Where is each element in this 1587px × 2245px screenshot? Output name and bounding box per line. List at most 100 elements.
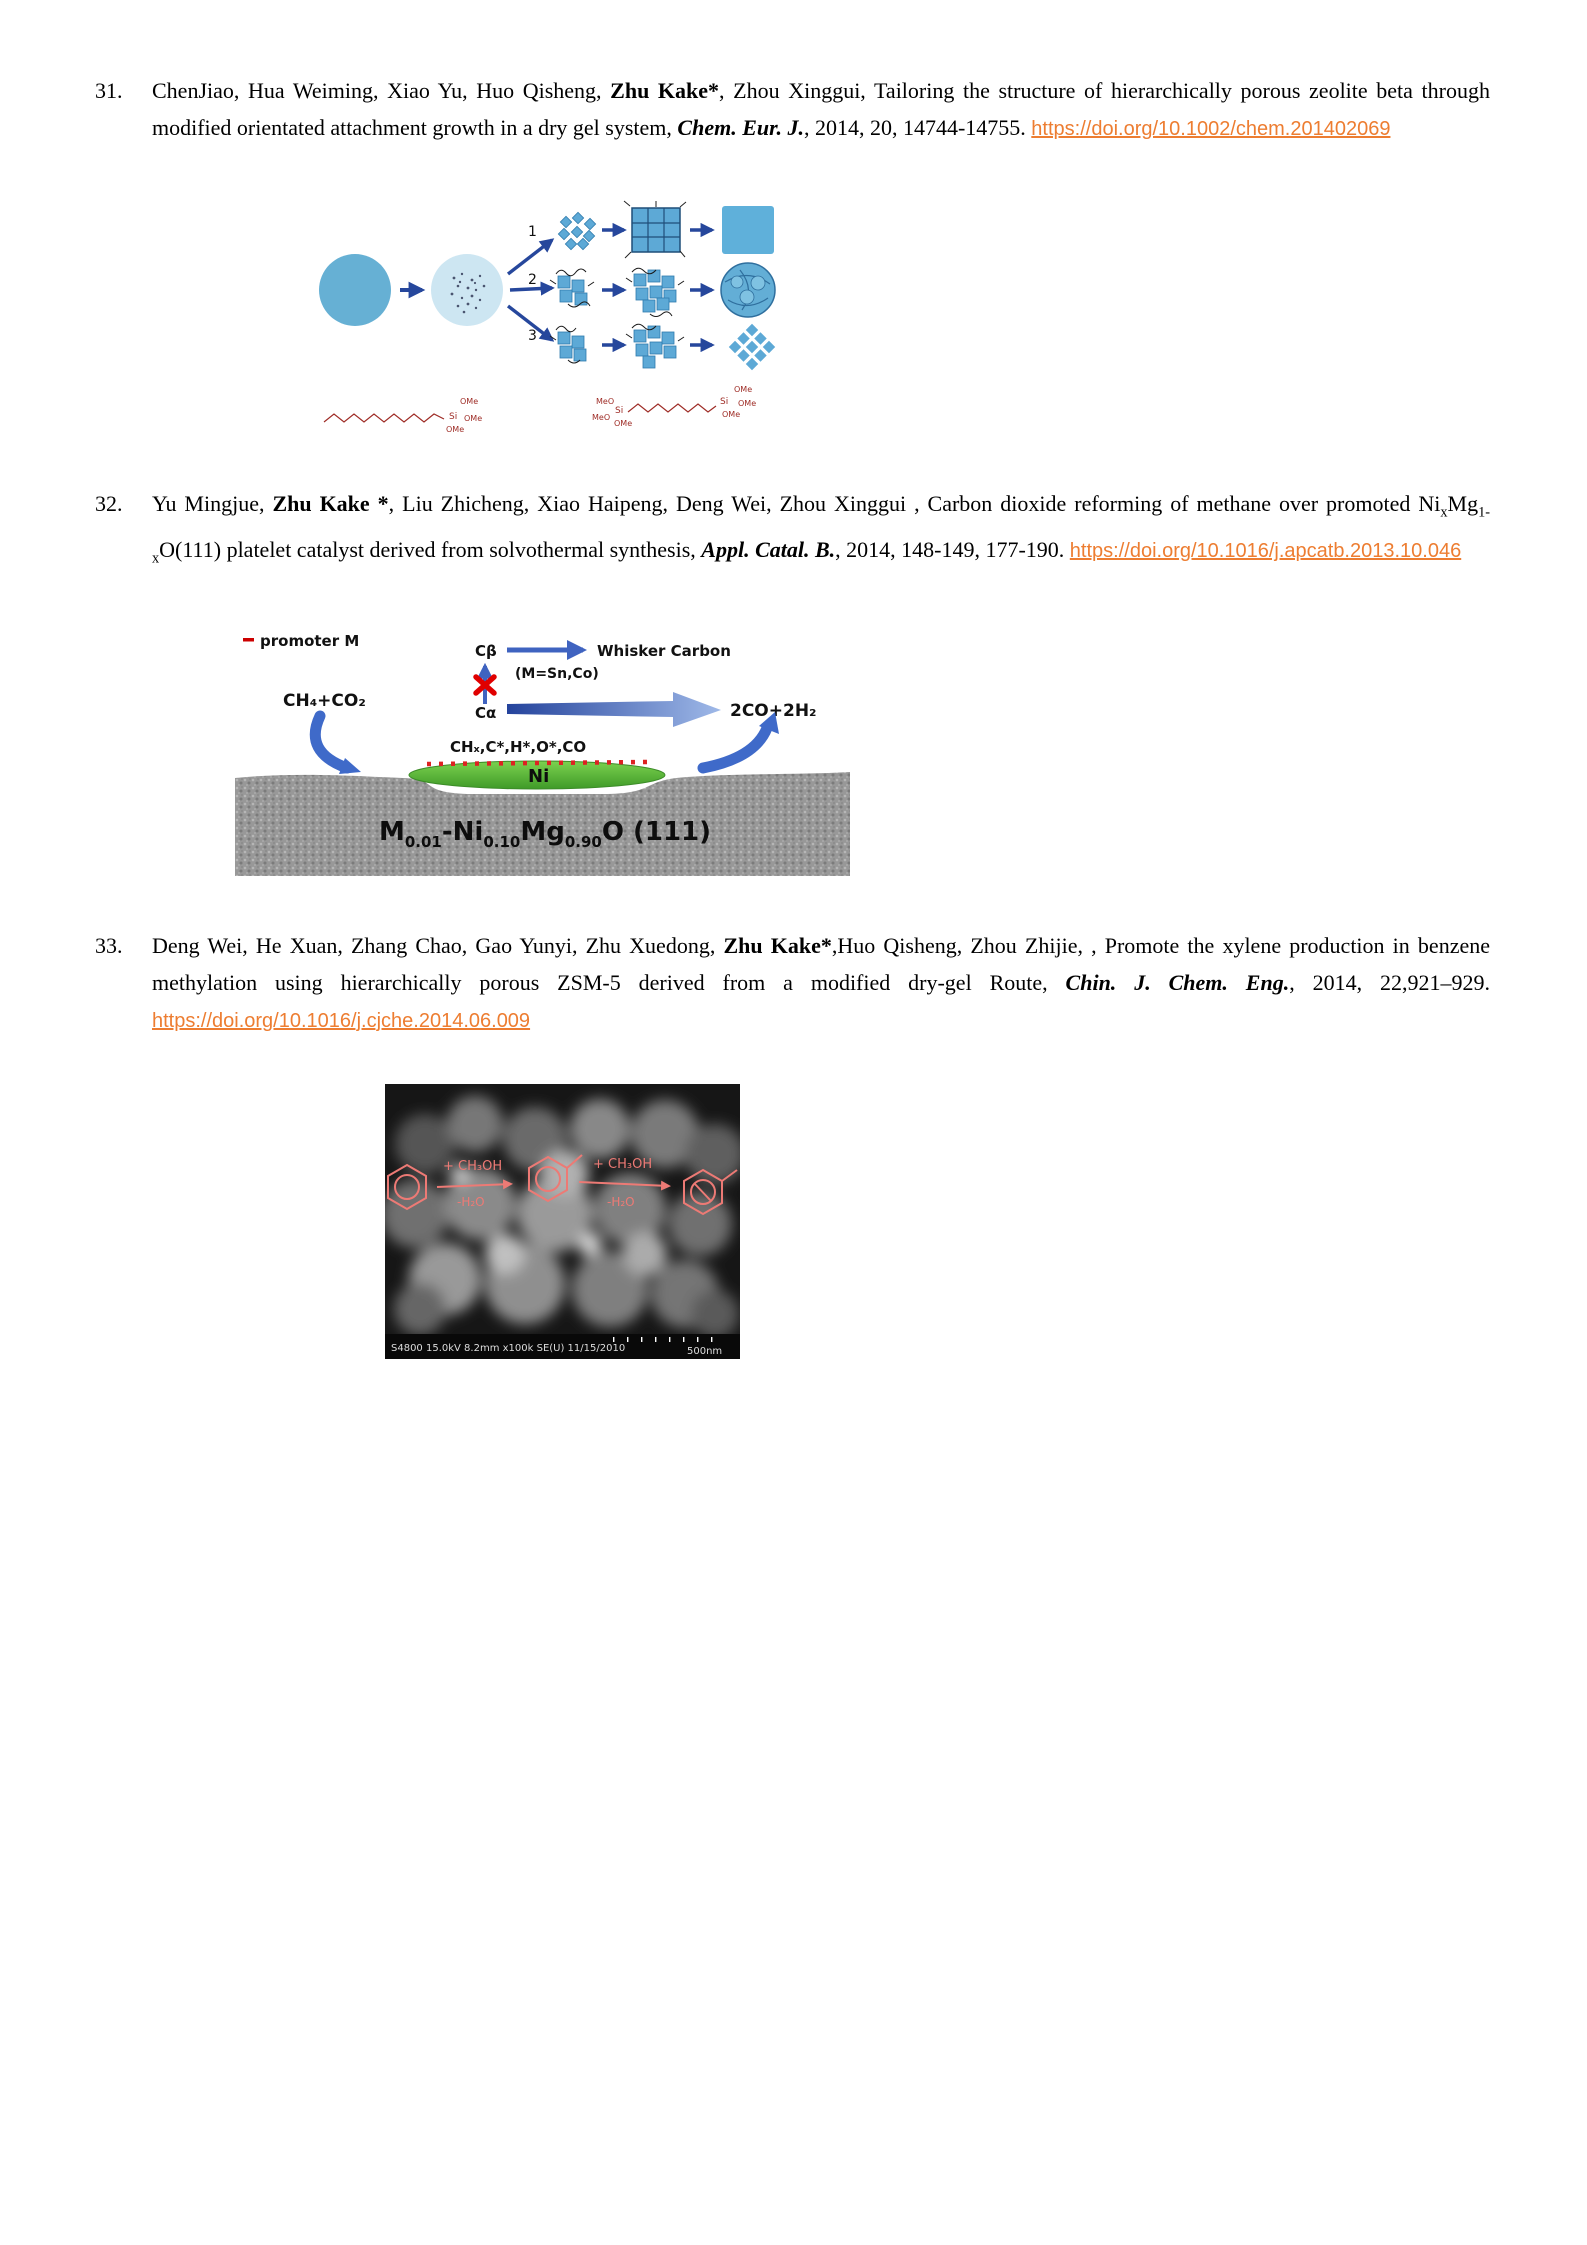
figure-co2-reforming-scheme: promoter M CH₄+CO₂ Cβ Whisker Carbon (M=… <box>235 625 850 881</box>
citation-text-segment: x <box>1440 504 1448 521</box>
promoter-eq-label: (M=Sn,Co) <box>515 666 599 682</box>
citation-text-segment: Chem. Eur. J. <box>677 115 804 140</box>
support-formula: M0.01-Ni0.10Mg0.90O (111) <box>379 817 711 851</box>
reference-31-number: 31. <box>95 78 123 103</box>
benzene-circle <box>394 1173 420 1200</box>
toluene-circle <box>535 1165 561 1192</box>
c-beta-label: Cβ <box>475 642 497 660</box>
row1-assembled-crystal <box>623 200 687 259</box>
citation-text-segment: , 2014, 148-149, 177-190. <box>835 537 1070 563</box>
citation-text-segment: , 2014, 20, 14744-14755. <box>803 115 1032 140</box>
row3-polymer-cluster <box>549 325 587 364</box>
xylene-circle <box>690 1178 716 1205</box>
step-2-label: 2 <box>528 272 537 288</box>
xylene-methyl-2 <box>693 1182 712 1202</box>
silane-label: OMe <box>734 385 752 394</box>
arrow2-byproduct-label: -H₂O <box>607 1195 635 1209</box>
toluene-methyl <box>566 1154 583 1169</box>
doi-link[interactable]: https://doi.org/10.1002/chem.201402069 <box>1031 118 1391 140</box>
row1-single-crystal <box>722 206 774 254</box>
citation-text-segment: , Zhou Xinggui, Tailoring the structure … <box>152 78 1490 140</box>
row1-nanocrystal-cluster <box>557 211 597 251</box>
citation-text-segment: Yu Mingjue, <box>152 491 273 516</box>
benzene-ring <box>387 1163 427 1210</box>
step-1-label: 1 <box>528 224 537 240</box>
sem-status-bar <box>385 1333 740 1359</box>
citation-text-segment: O(111) platelet catalyst derived from so… <box>159 537 702 563</box>
reference-32: 32. Yu Mingjue, Zhu Kake *, Liu Zhicheng… <box>95 485 1490 578</box>
arrow2-reagent-label: + CH₃OH <box>593 1157 652 1172</box>
oxide-support-surface <box>235 771 850 876</box>
whisker-carbon-label: Whisker Carbon <box>597 642 731 660</box>
silane-label: OMe <box>446 425 464 434</box>
silane-label: OMe <box>738 399 756 408</box>
intermediates-label: CHₓ,C*,H*,O*,CO <box>450 738 586 756</box>
arrow1-byproduct-label: -H₂O <box>457 1195 485 1209</box>
citation-text-segment: , Liu Zhicheng, Xiao Haipeng, Deng Wei, … <box>388 491 1441 516</box>
row2-sphere-aggregate <box>720 262 776 318</box>
scale-ticks <box>613 1336 713 1342</box>
citation-text-segment: ChenJiao, Hua Weiming, Xiao Yu, Huo Qish… <box>152 78 611 103</box>
arrow1-reagent-label: + CH₃OH <box>443 1159 502 1174</box>
reference-31-citation: ChenJiao, Hua Weiming, Xiao Yu, Huo Qish… <box>152 72 1490 148</box>
sem-image-graphic: + CH₃OH -H₂O + CH₃OH -H₂O S4800 15.0kV 8… <box>381 1083 745 1359</box>
row2-growing-cluster <box>625 267 685 317</box>
xylene-methyl-1 <box>721 1168 738 1182</box>
doi-link[interactable]: https://doi.org/10.1016/j.apcatb.2013.10… <box>1069 540 1462 563</box>
citation-text-segment: Zhu Kake* <box>723 932 832 958</box>
precursor-sphere <box>319 254 391 326</box>
figure-zeolite-growth-scheme: 1 2 3 <box>310 190 805 445</box>
blocked-x-icon <box>473 674 497 696</box>
reference-33-number: 33. <box>95 932 123 958</box>
promoter-label: promoter M <box>260 632 359 650</box>
reference-33-citation: Deng Wei, He Xuan, Zhang Chao, Gao Yunyi… <box>152 927 1490 1040</box>
sem-metadata-label: S4800 15.0kV 8.2mm x100k SE(U) 11/15/201… <box>391 1343 625 1354</box>
promoter-dots <box>426 759 650 767</box>
arrow-icon <box>509 281 555 296</box>
reactants-label: CH₄+CO₂ <box>283 691 366 711</box>
silane-label: Si <box>615 406 623 416</box>
citation-text-segment: Mg <box>1447 491 1479 516</box>
citation-text-segment: Deng Wei, He Xuan, Zhang Chao, Gao Yunyi… <box>152 932 724 958</box>
ni-label: Ni <box>528 766 549 787</box>
silane-label: OMe <box>614 419 632 428</box>
arrow-icon <box>506 304 555 342</box>
silane-label: OMe <box>722 410 740 419</box>
silane-molecule-right: MeO MeO Si OMe OMe Si OMe OMe <box>592 385 756 428</box>
row3-growing-cluster <box>625 323 685 369</box>
citation-text-segment: Zhu Kake* <box>610 78 720 103</box>
citation-text-segment: , 2014, 22,921–929. <box>1289 969 1491 995</box>
zeolite-scheme-graphic: 1 2 3 <box>319 200 777 434</box>
doi-link[interactable]: https://doi.org/10.1016/j.cjche.2014.06.… <box>152 1009 531 1032</box>
citation-text-segment: 1-x <box>152 504 1490 567</box>
main-reaction-arrow <box>507 691 721 727</box>
promoter-dash-icon <box>243 637 254 642</box>
up-curved-arrow <box>697 722 773 774</box>
methylation-overlay <box>387 1154 738 1215</box>
down-curved-arrowhead <box>339 757 361 774</box>
row3-tilted-assembly <box>727 322 777 372</box>
citation-text-segment: ,Huo Qisheng, Zhou Zhijie, , Promote the… <box>152 932 1490 995</box>
arrow-icon <box>506 238 555 276</box>
nucleation-sphere <box>431 254 503 326</box>
figure-sem-methylation: + CH₃OH -H₂O + CH₃OH -H₂O S4800 15.0kV 8… <box>381 1083 745 1364</box>
reference-33: 33. Deng Wei, He Xuan, Zhang Chao, Gao Y… <box>95 927 1490 1040</box>
step-3-label: 3 <box>528 328 537 344</box>
reference-32-citation: Yu Mingjue, Zhu Kake *, Liu Zhicheng, Xi… <box>152 485 1490 578</box>
silane-label: OMe <box>464 414 482 423</box>
reaction-arrow-2 <box>578 1180 671 1191</box>
silane-label: MeO <box>596 397 614 406</box>
silane-molecule-left: OMe Si OMe OMe <box>323 397 482 434</box>
citation-text-segment: Chin. J. Chem. Eng. <box>1065 969 1290 995</box>
citation-text-segment: Appl. Catal. B. <box>701 537 836 563</box>
row2-polymer-cluster <box>549 268 595 308</box>
silane-label: OMe <box>460 397 478 406</box>
silane-label: Si <box>720 397 728 407</box>
sem-particles <box>381 1095 745 1338</box>
down-curved-arrow <box>309 710 353 774</box>
citation-text-segment: Zhu Kake * <box>272 491 389 516</box>
reference-31: 31. ChenJiao, Hua Weiming, Xiao Yu, Huo … <box>95 72 1490 148</box>
products-label: 2CO+2H₂ <box>730 701 817 721</box>
c-alpha-label: Cα <box>475 704 496 722</box>
